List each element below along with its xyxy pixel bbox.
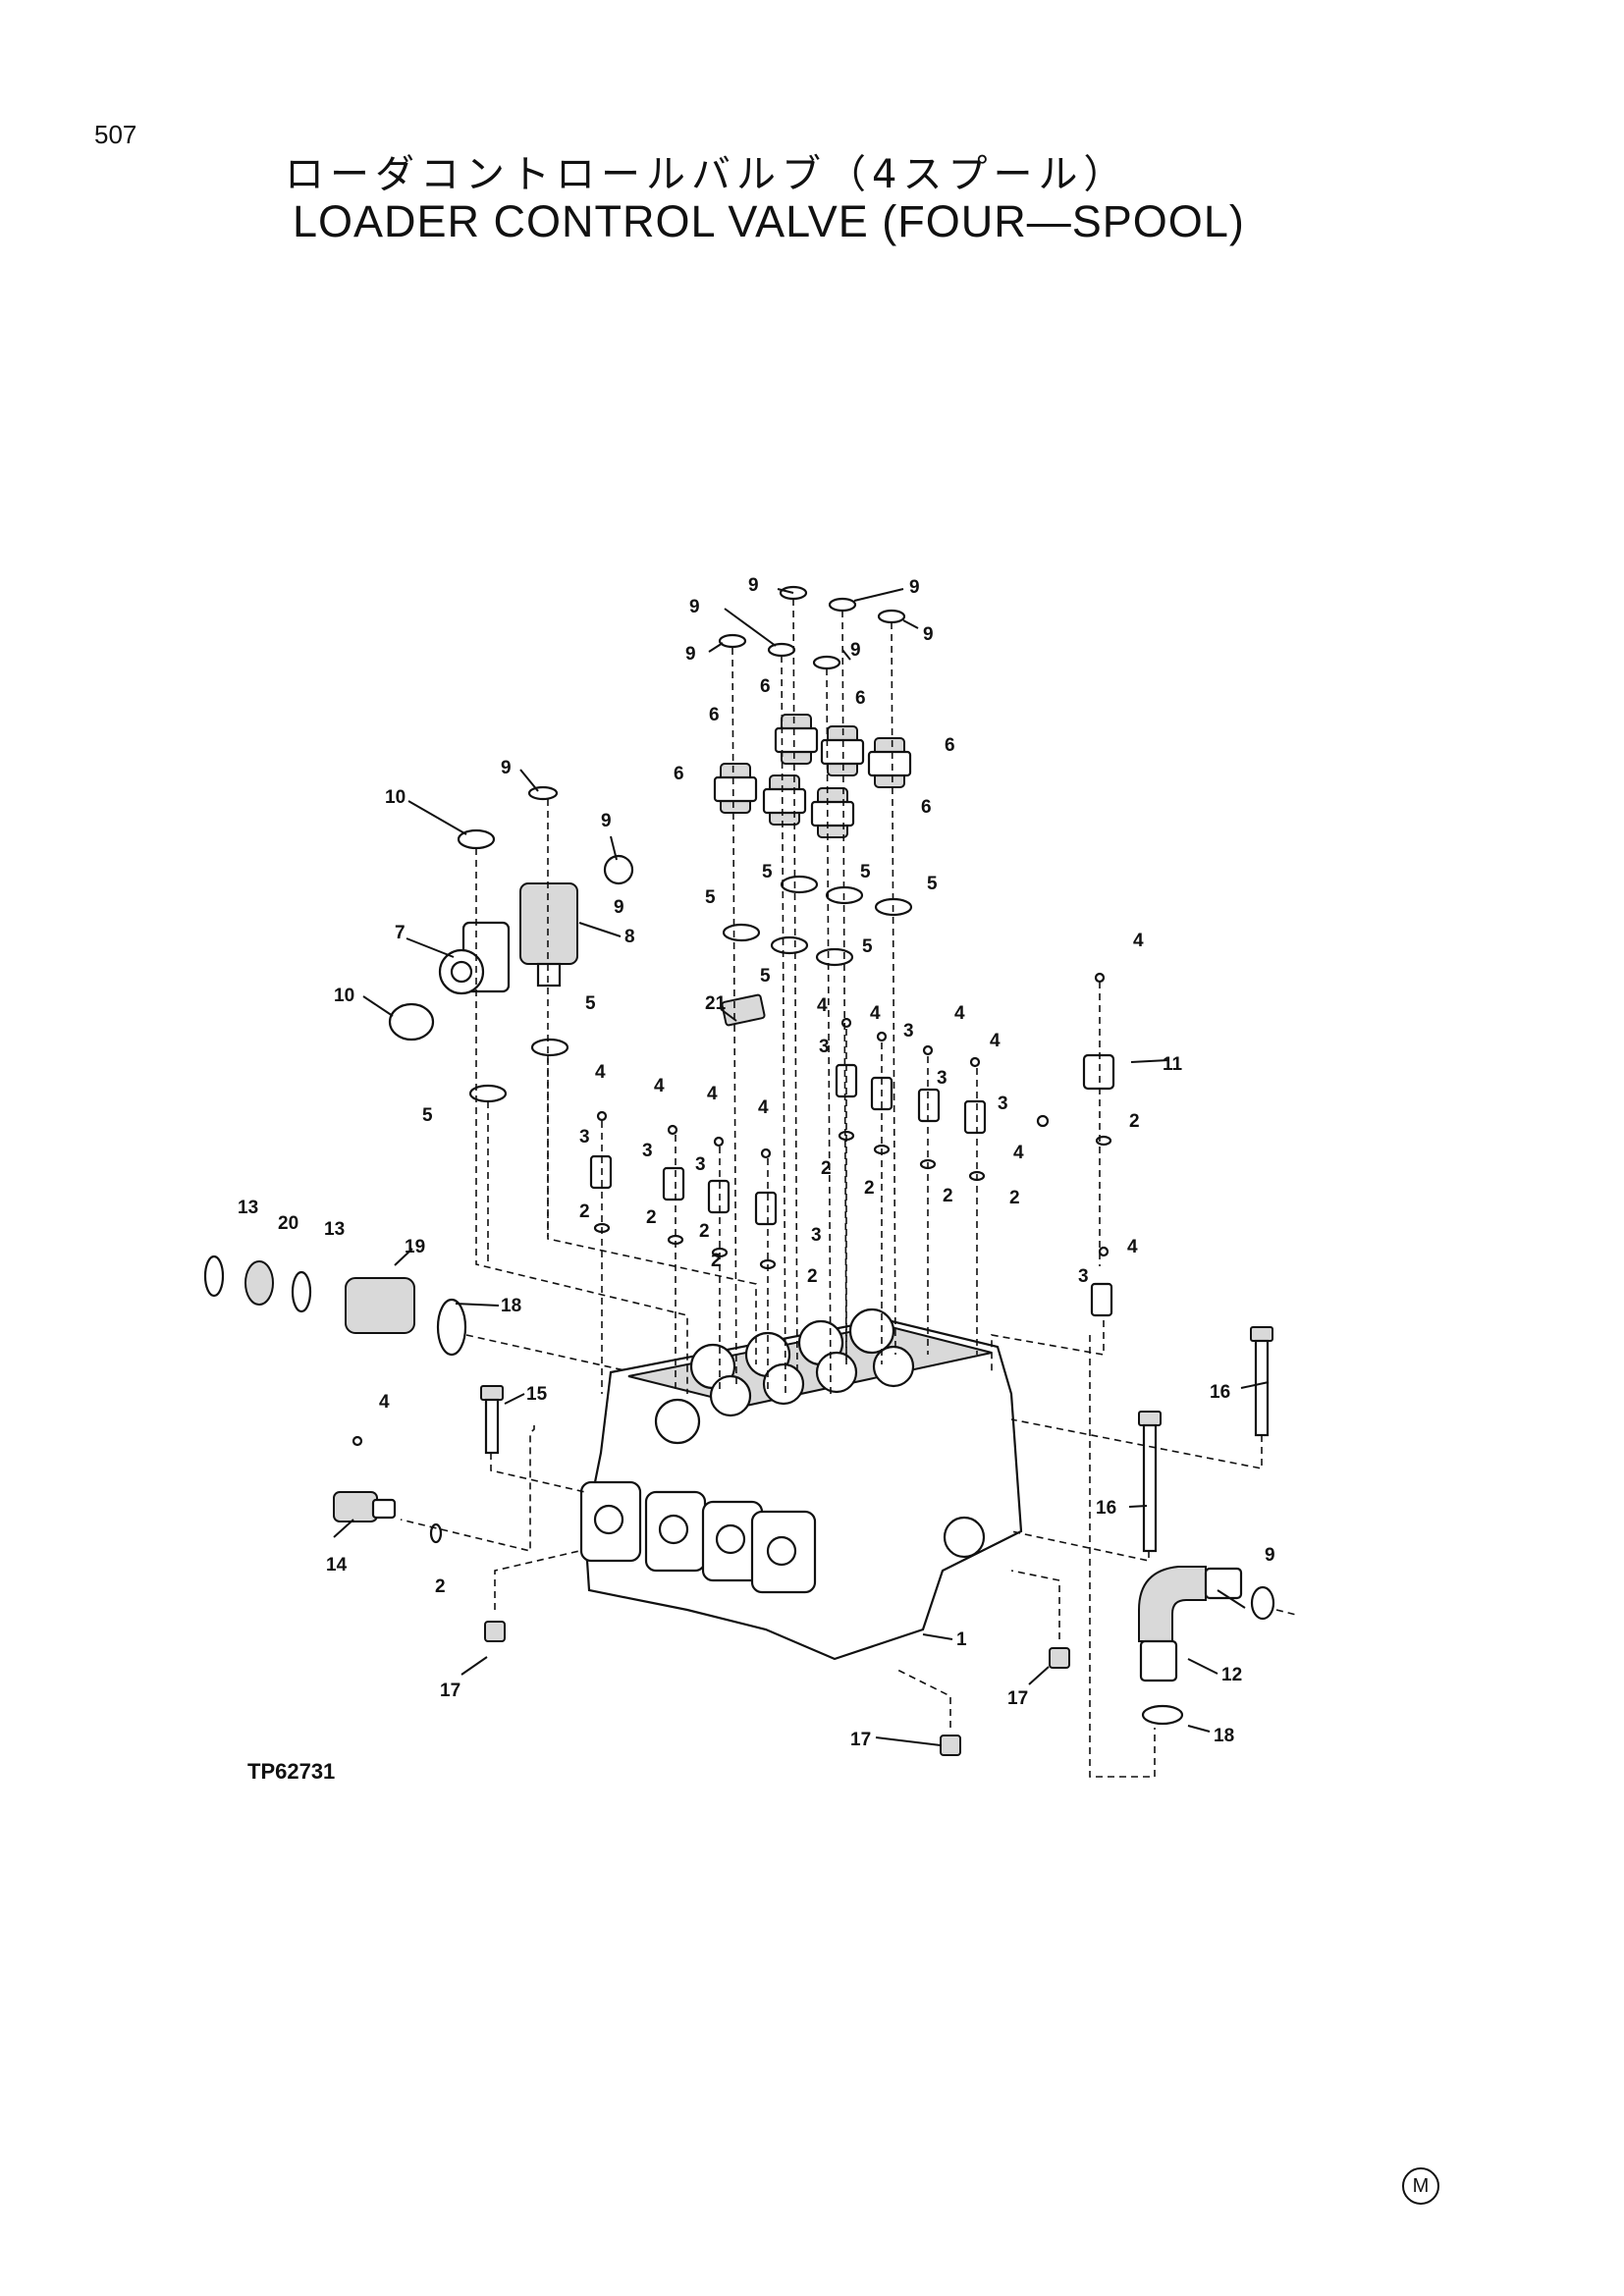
- callout-3: 3: [937, 1068, 947, 1089]
- callout-17: 17: [850, 1730, 871, 1750]
- callout-3: 3: [579, 1127, 590, 1148]
- callout-2: 2: [579, 1201, 590, 1222]
- callout-3: 3: [811, 1225, 822, 1246]
- callout-4: 4: [379, 1392, 390, 1413]
- callout-9: 9: [909, 577, 920, 598]
- callout-5: 5: [760, 966, 771, 987]
- callout-5: 5: [705, 887, 716, 908]
- callout-12: 12: [1221, 1665, 1242, 1685]
- callout-9: 9: [1265, 1545, 1275, 1566]
- callout-4: 4: [870, 1003, 881, 1024]
- callout-13: 13: [324, 1219, 345, 1240]
- callout-15: 15: [526, 1384, 548, 1405]
- page-number: 507: [94, 120, 137, 149]
- title-english: LOADER CONTROL VALVE (FOUR—SPOOL): [293, 196, 1245, 246]
- callout-9: 9: [601, 811, 612, 831]
- callout-2: 2: [943, 1186, 953, 1206]
- callout-3: 3: [903, 1021, 914, 1041]
- elbow-fitting-left: [333, 1491, 397, 1522]
- callout-16: 16: [1096, 1498, 1116, 1519]
- callout-4: 4: [817, 995, 828, 1016]
- callout-1: 1: [956, 1629, 967, 1650]
- callout-2: 2: [699, 1221, 710, 1242]
- callout-labels: 9 9 9 9 9 9 6 6 6 6 6 6 9 9 10 7 8 10 5 …: [238, 575, 1275, 1784]
- callout-9: 9: [748, 575, 759, 596]
- callout-8: 8: [624, 927, 635, 947]
- callout-9: 9: [614, 897, 624, 918]
- callout-4: 4: [654, 1076, 665, 1096]
- callout-3: 3: [998, 1094, 1008, 1114]
- balls: [352, 972, 1110, 1447]
- callout-3: 3: [819, 1037, 830, 1057]
- callout-6: 6: [674, 764, 684, 784]
- assembly-paths: [400, 598, 1297, 1778]
- callout-5: 5: [862, 936, 873, 957]
- callout-9: 9: [689, 597, 700, 617]
- elbow-fitting-right: [1138, 1566, 1275, 1726]
- callout-6: 6: [760, 676, 771, 697]
- leader-lines: [333, 769, 1270, 1746]
- plate: [721, 993, 766, 1027]
- check-screws: [589, 1053, 1115, 1317]
- nuts: [484, 1621, 1070, 1756]
- callout-20: 20: [278, 1213, 298, 1234]
- callout-17: 17: [1007, 1688, 1028, 1709]
- callout-5: 5: [927, 874, 938, 894]
- callout-14: 14: [326, 1555, 348, 1575]
- callout-4: 4: [1133, 931, 1144, 951]
- callout-5: 5: [762, 862, 773, 882]
- relief-valve-assembly-left: [388, 785, 634, 1041]
- callout-3: 3: [1078, 1266, 1089, 1287]
- callout-6: 6: [709, 705, 720, 725]
- callout-7: 7: [395, 923, 406, 943]
- callout-2: 2: [1009, 1188, 1020, 1208]
- callout-2: 2: [864, 1178, 875, 1199]
- callout-17: 17: [440, 1681, 460, 1701]
- callout-10: 10: [334, 986, 354, 1006]
- callout-4: 4: [1127, 1237, 1138, 1257]
- bolts: [480, 1326, 1273, 1553]
- callout-2: 2: [711, 1251, 722, 1271]
- callout-2: 2: [821, 1158, 832, 1179]
- plug-fittings: [713, 714, 912, 838]
- callout-2: 2: [646, 1207, 657, 1228]
- drawing-code: TP62731: [247, 1759, 335, 1784]
- callout-4: 4: [758, 1097, 769, 1118]
- leader-lines-top: [708, 588, 919, 661]
- callout-5: 5: [860, 862, 871, 882]
- o-rings-top: [718, 585, 906, 670]
- callout-3: 3: [642, 1141, 653, 1161]
- callout-13: 13: [238, 1198, 258, 1218]
- callout-2: 2: [435, 1576, 446, 1597]
- callout-2: 2: [1129, 1111, 1140, 1132]
- callout-11: 11: [1163, 1054, 1183, 1075]
- title-japanese: ローダコントロールバルブ（4スプール）: [285, 152, 1129, 197]
- callout-9: 9: [501, 758, 512, 778]
- callout-4: 4: [990, 1031, 1001, 1051]
- callout-21: 21: [705, 993, 727, 1014]
- side-plug-assembly: [203, 1255, 467, 1357]
- callout-4: 4: [1013, 1143, 1024, 1163]
- callout-18: 18: [1214, 1726, 1234, 1746]
- callout-2: 2: [807, 1266, 818, 1287]
- callout-5: 5: [585, 993, 596, 1014]
- callout-5: 5: [422, 1105, 433, 1126]
- callout-9: 9: [850, 640, 861, 661]
- callout-10: 10: [385, 787, 406, 808]
- callout-6: 6: [855, 688, 866, 709]
- callout-3: 3: [695, 1154, 706, 1175]
- callout-4: 4: [707, 1084, 718, 1104]
- callout-9: 9: [685, 644, 696, 665]
- callout-16: 16: [1210, 1382, 1230, 1403]
- callout-18: 18: [501, 1296, 521, 1316]
- callout-9: 9: [923, 624, 934, 645]
- callout-4: 4: [595, 1062, 606, 1083]
- callout-6: 6: [921, 797, 932, 818]
- callout-4: 4: [954, 1003, 965, 1024]
- valve-body: [579, 1308, 1023, 1661]
- callout-19: 19: [405, 1237, 425, 1257]
- callout-6: 6: [945, 735, 955, 756]
- corner-mark: M: [1402, 2167, 1439, 2205]
